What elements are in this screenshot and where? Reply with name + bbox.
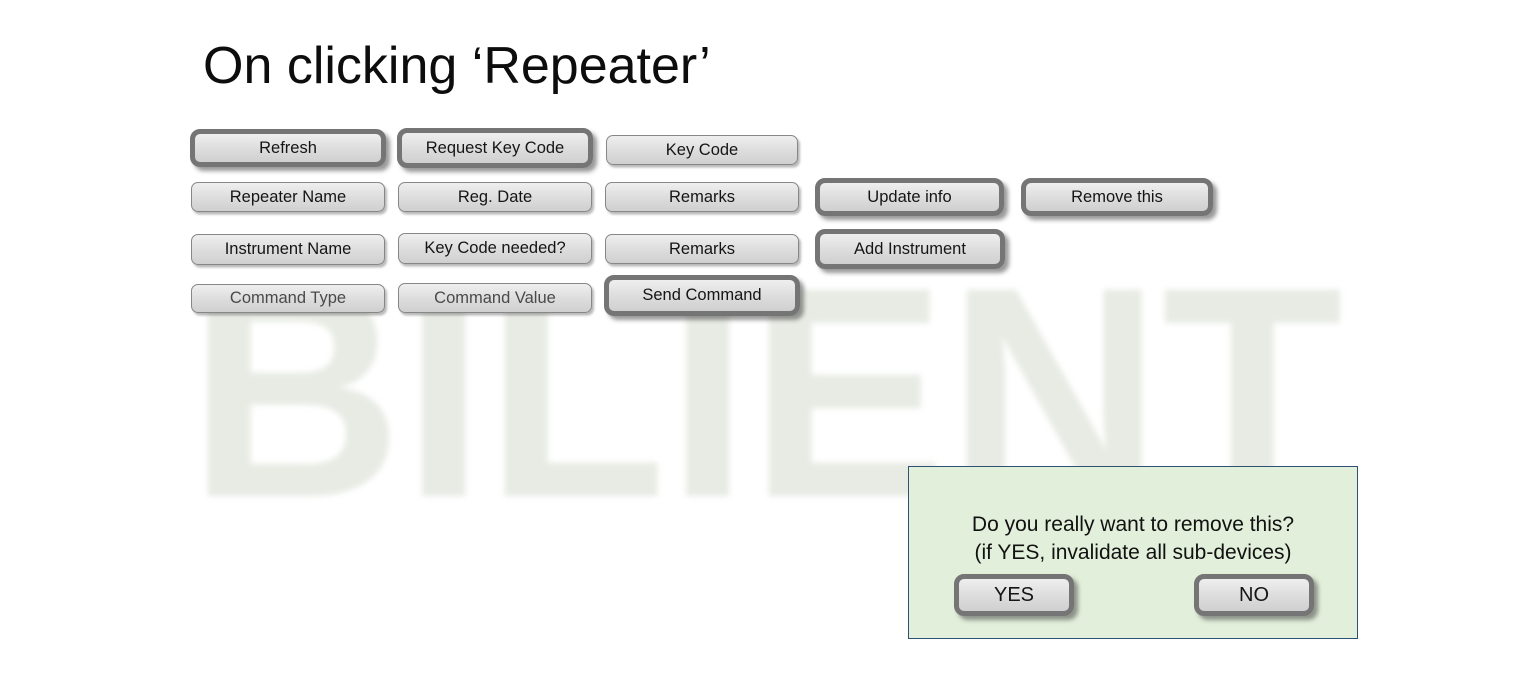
dialog-message-line2: (if YES, invalidate all sub-devices) [974,541,1292,564]
instrument-name-field[interactable]: Instrument Name [191,234,385,265]
remove-this-button[interactable]: Remove this [1021,178,1213,216]
page-title: On clicking ‘Repeater’ [203,37,711,95]
refresh-button[interactable]: Refresh [190,129,386,167]
send-command-button[interactable]: Send Command [604,275,800,316]
no-button[interactable]: NO [1194,574,1314,616]
command-value-field[interactable]: Command Value [398,283,592,313]
request-key-code-button[interactable]: Request Key Code [397,128,593,168]
instrument-remarks-field[interactable]: Remarks [605,234,799,264]
add-instrument-button[interactable]: Add Instrument [815,229,1005,269]
repeater-remarks-field[interactable]: Remarks [605,182,799,212]
dialog-message-line1: Do you really want to remove this? [971,513,1295,536]
update-info-button[interactable]: Update info [815,178,1004,216]
command-type-field[interactable]: Command Type [191,284,385,313]
dialog-message: Do you really want to remove this? (if Y… [909,511,1357,567]
key-code-needed-field[interactable]: Key Code needed? [398,233,592,264]
reg-date-field[interactable]: Reg. Date [398,182,592,212]
yes-button[interactable]: YES [954,574,1074,616]
confirm-remove-dialog: Do you really want to remove this? (if Y… [908,466,1358,639]
key-code-field[interactable]: Key Code [606,135,798,165]
repeater-name-field[interactable]: Repeater Name [191,182,385,212]
